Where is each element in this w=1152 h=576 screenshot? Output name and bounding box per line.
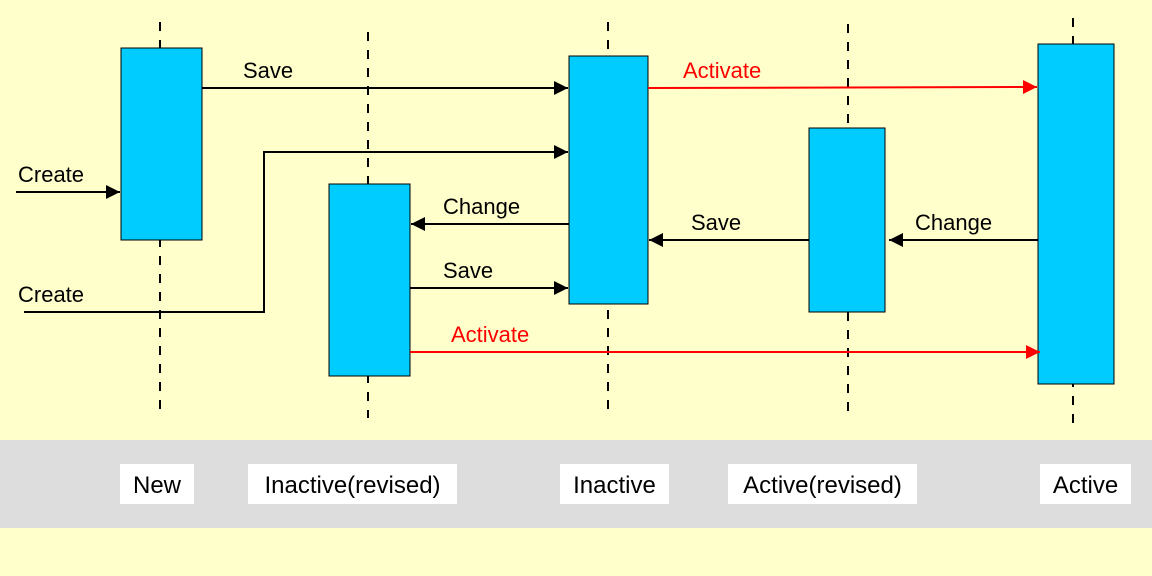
state-label-active-revised: Active(revised)	[728, 464, 917, 504]
state-label-inactive-revised: Inactive(revised)	[248, 464, 457, 504]
state-box-active-revised	[808, 127, 886, 313]
state-box-new	[120, 47, 203, 241]
state-box-active	[1037, 43, 1115, 385]
label-create-to-inactive: Create	[18, 282, 84, 307]
state-label-new: New	[120, 464, 194, 504]
state-label-inactive: Inactive	[560, 464, 669, 504]
label-inactive-activate: Activate	[683, 58, 761, 83]
label-revised-save: Save	[443, 258, 493, 283]
label-active-change: Change	[915, 210, 992, 235]
transition-arrows	[16, 80, 1040, 359]
label-new-save: Save	[243, 58, 293, 83]
arrow-inactive-activate	[647, 80, 1038, 95]
label-create-to-new: Create	[18, 162, 84, 187]
state-box-inactive	[568, 55, 649, 305]
arrow-create-to-inactive	[24, 145, 568, 313]
label-revised-activate: Activate	[451, 322, 529, 347]
state-label-active: Active	[1040, 464, 1131, 504]
label-active-revised-save: Save	[691, 210, 741, 235]
state-boxes	[120, 43, 1115, 385]
transition-labels: Create Create Save Activate Change Save …	[18, 58, 992, 347]
label-inactive-change: Change	[443, 194, 520, 219]
state-box-inactive-revised	[328, 183, 411, 377]
